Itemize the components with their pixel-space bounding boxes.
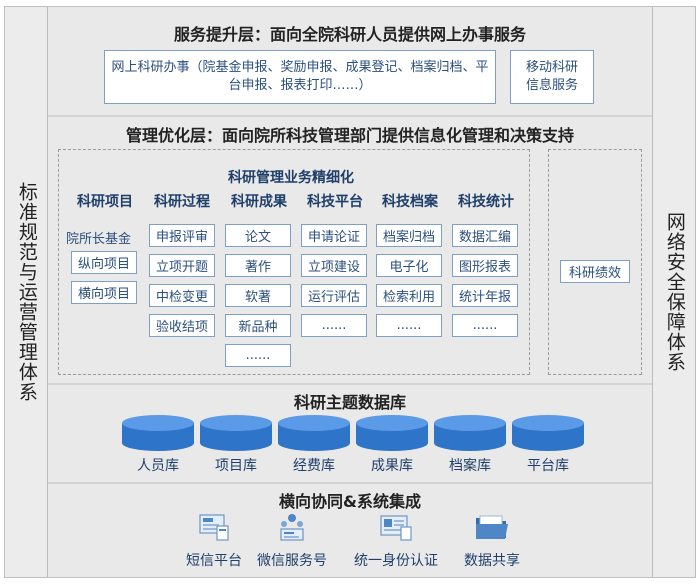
platform-item: 立项建设: [301, 254, 367, 277]
separator: [48, 115, 652, 117]
database-cylinder-icon: [434, 415, 506, 451]
process-item: 申报评审: [149, 224, 215, 247]
statistics-item: ......: [452, 314, 518, 337]
mobile-service-text: 移动科研信息服务: [525, 60, 578, 93]
platform-database: 平台库: [512, 415, 584, 474]
wechat-service: 微信服务号: [242, 512, 342, 570]
performance-panel: 科研绩效: [548, 149, 642, 375]
platform-item: 申请论证: [301, 224, 367, 247]
achievement-item: 著作: [225, 254, 291, 277]
column-head: 科研成果: [231, 194, 287, 210]
database-row: 人员库 项目库 经费库 成果库 档案库 平台库: [48, 415, 652, 477]
integration-label: 统一身份认证: [354, 553, 438, 569]
achievement-item: ......: [225, 344, 291, 367]
column-head: 科技档案: [382, 194, 438, 210]
sms-platform: 短信平台: [164, 512, 264, 570]
archive-item: ......: [376, 314, 442, 337]
statistics-item: 数据汇编: [452, 224, 518, 247]
online-service-box: 网上科研办事（院基金申报、奖励申报、成果登记、档案归档、平台申报、报表打印……）: [104, 50, 496, 104]
column-head: 科研过程: [154, 194, 210, 210]
archive-item: 档案归档: [376, 224, 442, 247]
integration-label: 短信平台: [186, 553, 242, 569]
database-label: 人员库: [137, 458, 179, 474]
research-management-panel: 科研管理业务精细化 科研项目 科研过程 科研成果 科技平台 科技档案 科技统计 …: [58, 149, 530, 375]
column-head: 科研项目: [77, 194, 133, 210]
database-cylinder-icon: [122, 415, 194, 451]
platform-item: ......: [301, 314, 367, 337]
achievement-item: 论文: [225, 224, 291, 247]
integration-layer-title: 横向协同&系统集成: [279, 492, 421, 511]
project-item: 院所长基金: [66, 232, 132, 247]
database-label: 成果库: [371, 458, 413, 474]
database-cylinder-icon: [278, 415, 350, 451]
achievement-item: 新品种: [225, 314, 291, 337]
process-item: 立项开题: [149, 254, 215, 277]
database-layer-title: 科研主题数据库: [293, 393, 406, 412]
identity-auth: 统一身份认证: [346, 512, 446, 570]
integration-label: 数据共享: [464, 553, 520, 569]
archive-item: 检索利用: [376, 284, 442, 307]
archive-database: 档案库: [434, 415, 506, 474]
database-label: 平台库: [527, 458, 569, 474]
database-cylinder-icon: [356, 415, 428, 451]
standards-operations-panel: 标准规范与运营管理体系: [4, 6, 48, 578]
mobile-service-box: 移动科研信息服务: [510, 50, 594, 104]
wechat-service-icon: [280, 514, 304, 541]
separator: [48, 482, 652, 484]
standards-operations-label: 标准规范与运营管理体系: [15, 182, 38, 402]
archive-item: 电子化: [376, 254, 442, 277]
online-service-text: 网上科研办事（院基金申报、奖励申报、成果登记、档案归档、平台申报、报表打印……）: [111, 60, 489, 93]
achievement-item: 软著: [225, 284, 291, 307]
statistics-item: 统计年报: [452, 284, 518, 307]
integration-label: 微信服务号: [257, 553, 327, 569]
achievement-database: 成果库: [356, 415, 428, 474]
layers-container: 服务提升层：面向全院科研人员提供网上办事服务 网上科研办事（院基金申报、奖励申报…: [48, 6, 652, 578]
personnel-database: 人员库: [122, 415, 194, 474]
network-security-panel: 网络安全保障体系: [652, 6, 696, 578]
project-database: 项目库: [200, 415, 272, 474]
identity-auth-icon: [380, 515, 412, 541]
platform-item: 运行评估: [301, 284, 367, 307]
research-performance-box: 科研绩效: [560, 260, 630, 283]
research-management-title: 科研管理业务精细化: [228, 170, 354, 186]
sms-platform-icon: [199, 514, 229, 541]
project-item: 横向项目: [71, 281, 137, 304]
process-item: 验收结项: [149, 314, 215, 337]
column-head: 科技统计: [458, 194, 514, 210]
column-head: 科技平台: [307, 194, 363, 210]
database-cylinder-icon: [200, 415, 272, 451]
separator: [48, 383, 652, 385]
database-label: 项目库: [215, 458, 257, 474]
project-item: 纵向项目: [71, 251, 137, 274]
process-item: 中检变更: [149, 284, 215, 307]
data-sharing: 数据共享: [442, 512, 542, 570]
database-label: 经费库: [293, 458, 335, 474]
network-security-label: 网络安全保障体系: [663, 212, 686, 372]
data-sharing-folder-icon: [476, 515, 508, 539]
service-layer-title: 服务提升层：面向全院科研人员提供网上办事服务: [173, 25, 526, 44]
database-cylinder-icon: [512, 415, 584, 451]
database-label: 档案库: [449, 458, 491, 474]
statistics-item: 图形报表: [452, 254, 518, 277]
funding-database: 经费库: [278, 415, 350, 474]
management-layer-title: 管理优化层：面向院所科技管理部门提供信息化管理和决策支持: [125, 126, 574, 145]
